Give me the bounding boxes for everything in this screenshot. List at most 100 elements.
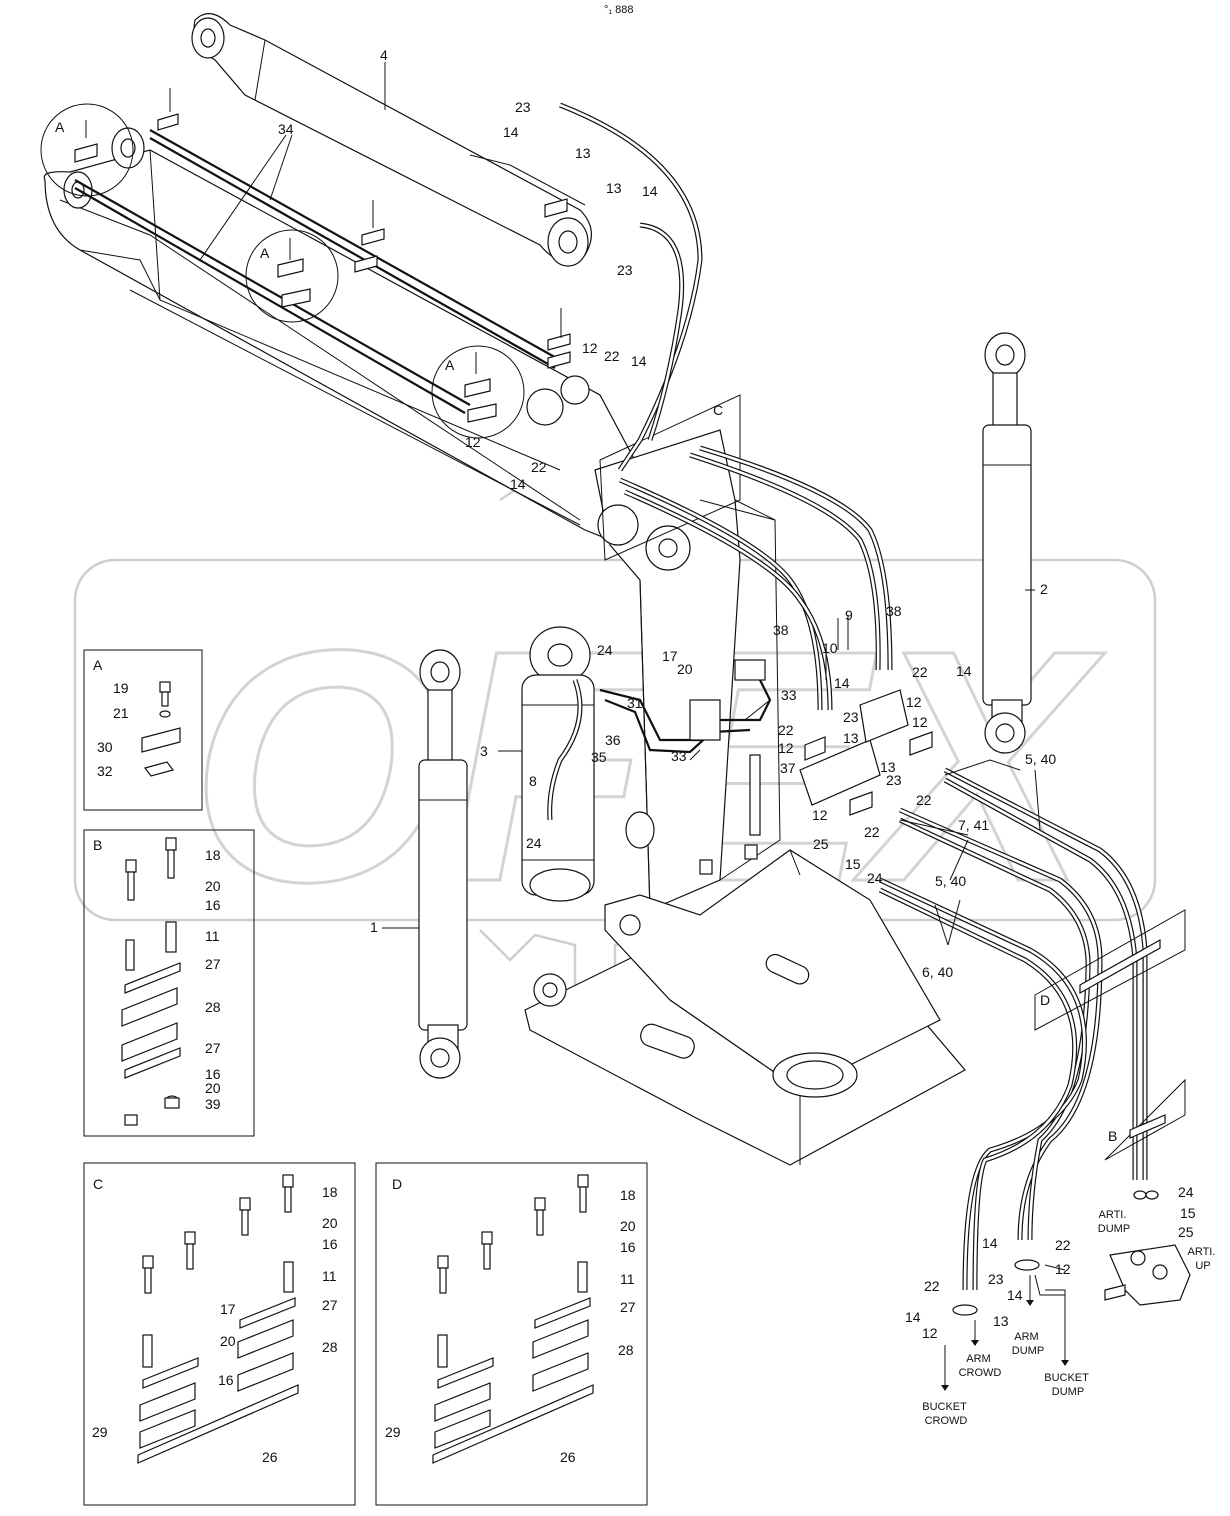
label-arti-dump: ARTI. DUMP (1098, 1209, 1130, 1235)
callout-14-h: 14 (905, 1309, 921, 1325)
callout-23-top: 23 (515, 99, 531, 115)
callout-12-g: 12 (1055, 1261, 1071, 1277)
callout-14-d: 14 (834, 675, 850, 691)
hose-end-fittings (952, 1190, 1159, 1316)
box-c-label-0: 18 (322, 1184, 338, 1200)
detail-circle-a-1 (40, 103, 134, 197)
callout-22-b: 22 (531, 459, 547, 475)
label-bucket-crowd-l2: CROWD (925, 1415, 968, 1427)
cylinder-4 (191, 13, 592, 267)
label-bucket-crowd-l1: BUCKET (922, 1401, 967, 1413)
box-c-label-8: 16 (218, 1372, 234, 1388)
callout-13-top: 13 (575, 145, 591, 161)
box-b-label-7: 16 (205, 1066, 221, 1082)
box-d-label-2: 16 (620, 1239, 636, 1255)
box-b-label-1: 20 (205, 878, 221, 894)
box-d-label-5: 28 (618, 1342, 634, 1358)
small-pipes (599, 659, 772, 875)
label-arm-crowd-l2: CROWD (959, 1367, 1002, 1379)
box-d-label-4: 27 (620, 1299, 636, 1315)
detail-box-a: A 19 21 30 32 (83, 649, 203, 811)
callout-13-b: 13 (606, 180, 622, 196)
box-a-label-2: 30 (97, 739, 113, 755)
hoses (559, 102, 1148, 1291)
box-b-label-2: 16 (205, 897, 221, 913)
callout-13-d: 13 (880, 759, 896, 775)
callout-14-f: 14 (982, 1235, 998, 1251)
callout-25: 25 (813, 836, 829, 852)
box-d-label-1: 20 (620, 1218, 636, 1234)
callout-2: 2 (1040, 581, 1048, 597)
callout-5-40-a: 5, 40 (1025, 751, 1056, 767)
callout-b: B (1108, 1128, 1117, 1144)
callout-14-b: 14 (642, 183, 658, 199)
callout-34: 34 (278, 121, 294, 137)
detail-circle-a-3 (431, 345, 525, 439)
callout-22-e: 22 (916, 792, 932, 808)
label-arti-up: ARTI. UP (1188, 1246, 1219, 1272)
callout-12-a: 12 (582, 340, 598, 356)
callout-a-1: A (55, 119, 65, 135)
boom-arm (43, 127, 641, 541)
callout-12-h: 12 (922, 1325, 938, 1341)
callout-24-c: 24 (867, 870, 883, 886)
callout-4: 4 (380, 47, 388, 63)
base-plate (524, 849, 966, 1166)
cylinder-1 (418, 649, 468, 1079)
box-a-label-1: 21 (113, 705, 129, 721)
callout-12-c: 12 (906, 694, 922, 710)
callout-13-c: 13 (843, 730, 859, 746)
callout-10: 10 (822, 640, 838, 656)
mast (526, 375, 781, 911)
callout-33-a: 33 (671, 748, 687, 764)
callouts: 4 34 23 14 13 13 14 23 12 22 14 12 22 14… (278, 47, 1196, 1341)
box-a-label-3: 32 (97, 763, 113, 779)
box-b-label-8: 20 (205, 1080, 221, 1096)
box-d-label-0: 18 (620, 1187, 636, 1203)
callout-7-41: 7, 41 (958, 817, 989, 833)
bracket-d (1034, 909, 1186, 1031)
detail-box-b-title: B (93, 837, 102, 853)
callout-12-f: 12 (812, 807, 828, 823)
box-a-label-0: 19 (113, 680, 129, 696)
callout-3: 3 (480, 743, 488, 759)
box-d-label-3: 11 (620, 1271, 635, 1287)
box-c-label-1: 20 (322, 1215, 338, 1231)
callout-17: 17 (662, 648, 678, 664)
callout-38-b: 38 (886, 603, 902, 619)
callout-a-2: A (260, 245, 270, 261)
cylinder-2 (982, 332, 1032, 754)
box-c-label-7: 20 (220, 1333, 236, 1349)
callout-12-b: 12 (465, 434, 481, 450)
header-mark: °₁ 888 (604, 4, 634, 16)
callout-14-c: 14 (510, 476, 526, 492)
callout-12-d: 12 (778, 740, 794, 756)
callout-24-d: 24 (1178, 1184, 1194, 1200)
box-c-label-4: 27 (322, 1297, 338, 1313)
label-arm-crowd: ARM CROWD (959, 1353, 1002, 1379)
callout-22-c: 22 (912, 664, 928, 680)
detail-box-d: D 18 20 16 11 27 28 29 26 (375, 1162, 648, 1506)
box-d-label-6: 29 (385, 1424, 401, 1440)
detail-box-b: B 18 20 16 11 27 28 27 16 20 39 (83, 829, 255, 1137)
callout-20: 20 (677, 661, 693, 677)
callout-23-e: 23 (988, 1271, 1004, 1287)
label-bucket-dump-l2: DUMP (1052, 1386, 1084, 1398)
callout-14-top: 14 (503, 124, 519, 140)
box-b-label-0: 18 (205, 847, 221, 863)
callout-38-a: 38 (773, 622, 789, 638)
detail-box-c-title: C (93, 1176, 103, 1192)
boom-pipes (74, 129, 561, 414)
callout-23-c: 23 (843, 709, 859, 725)
callout-24-a: 24 (597, 642, 613, 658)
callout-a-3: A (445, 357, 455, 373)
callout-22-g: 22 (1055, 1237, 1071, 1253)
callout-22-d: 22 (778, 722, 794, 738)
callout-13-e: 13 (993, 1313, 1009, 1329)
callout-22-h: 22 (924, 1278, 940, 1294)
label-bucket-dump: BUCKET DUMP (1044, 1372, 1091, 1398)
box-c-label-3: 11 (322, 1268, 337, 1284)
label-arti-dump-l1: ARTI. (1099, 1209, 1127, 1221)
flow-arrows (941, 1275, 1069, 1391)
pipe-clamps (157, 88, 571, 369)
